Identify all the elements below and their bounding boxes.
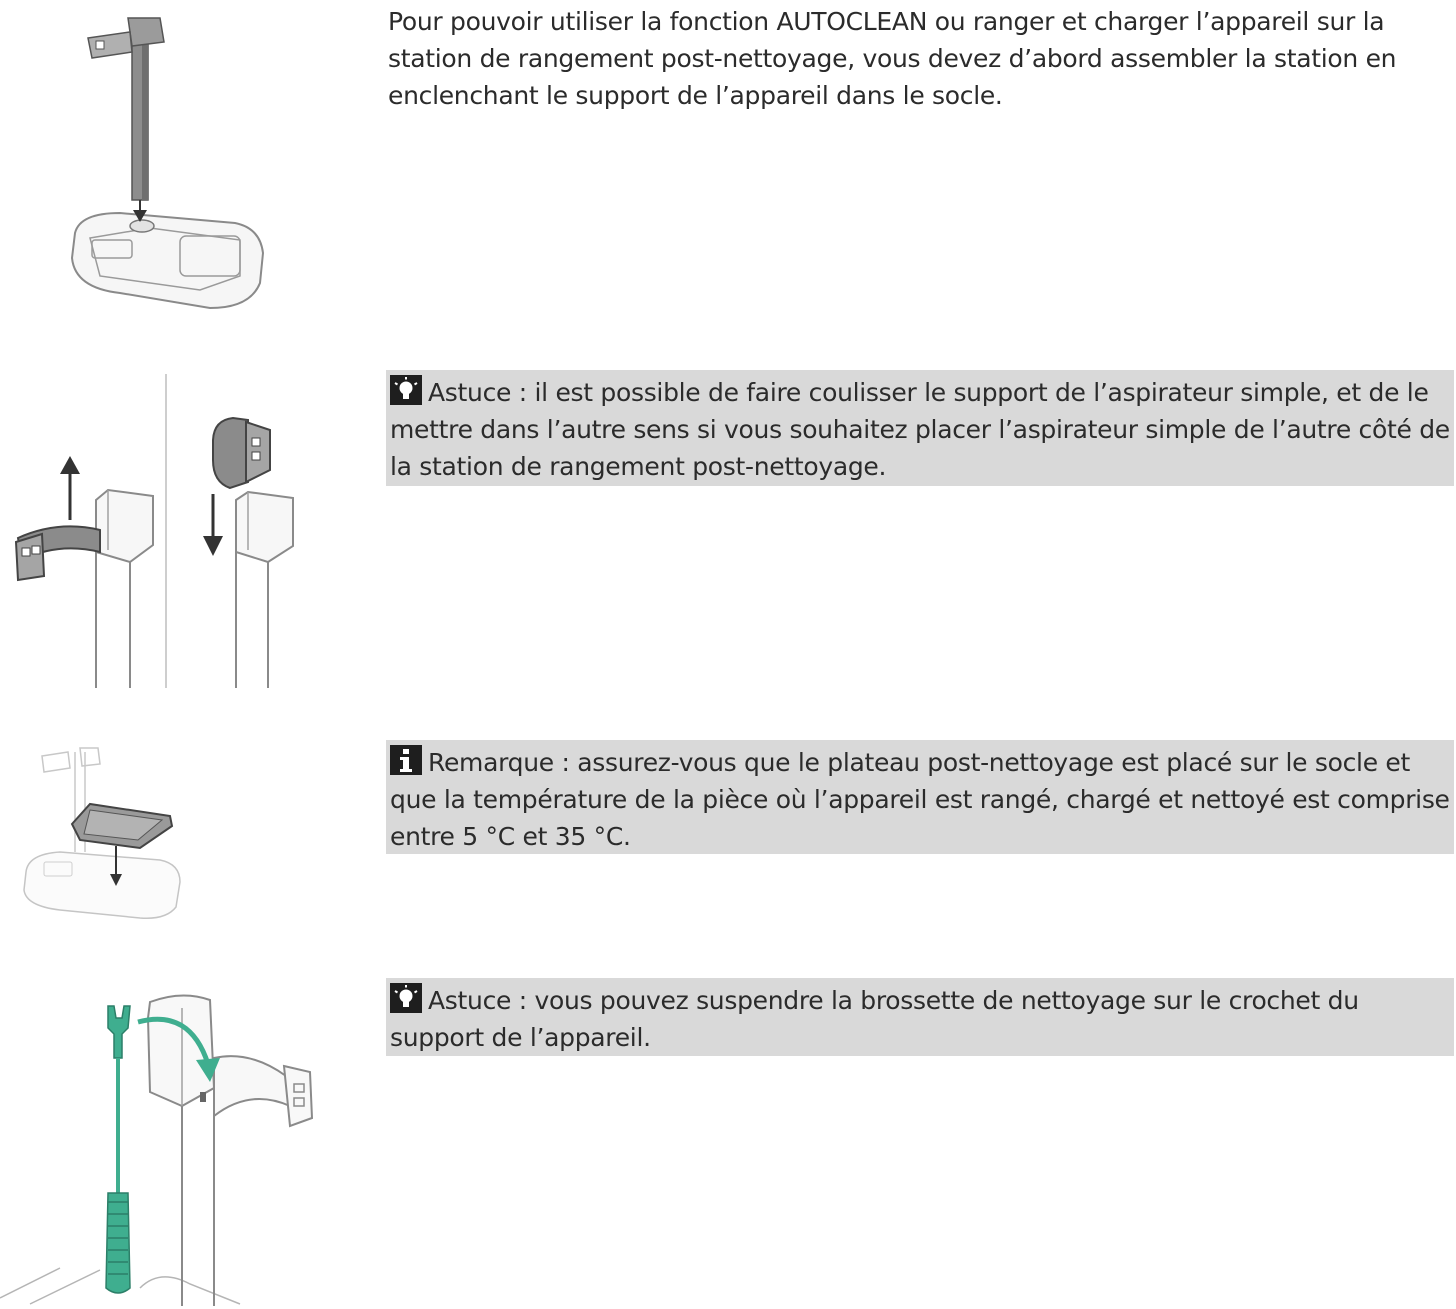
lightbulb-icon — [390, 983, 422, 1013]
section-assemble: Pour pouvoir utiliser la fonction AUTOCL… — [0, 0, 1456, 330]
tip-box-brush: Astuce : vous pouvez suspendre la brosse… — [386, 978, 1454, 1056]
tip-box-reverse: Astuce : il est possible de faire coulis… — [386, 370, 1454, 486]
section-note-tray: Remarque : assurez-vous que le plateau p… — [0, 740, 1456, 920]
section-tip-brush: Astuce : vous pouvez suspendre la brosse… — [0, 978, 1456, 1308]
tip-reverse-text: Astuce : il est possible de faire coulis… — [390, 378, 1450, 481]
lightbulb-icon — [390, 375, 422, 405]
station-assembly-illustration — [60, 8, 275, 318]
brush-hook-illustration — [0, 988, 330, 1308]
assemble-instruction-text: Pour pouvoir utiliser la fonction AUTOCL… — [388, 7, 1397, 110]
note-tray-text: Remarque : assurez-vous que le plateau p… — [390, 748, 1450, 851]
tip-brush-text: Astuce : vous pouvez suspendre la brosse… — [390, 986, 1359, 1052]
tray-placement-illustration — [20, 742, 190, 922]
info-icon — [390, 745, 422, 775]
support-reverse-illustration — [8, 370, 308, 690]
note-box-tray: Remarque : assurez-vous que le plateau p… — [386, 740, 1454, 854]
section-tip-reverse: Astuce : il est possible de faire coulis… — [0, 370, 1456, 690]
